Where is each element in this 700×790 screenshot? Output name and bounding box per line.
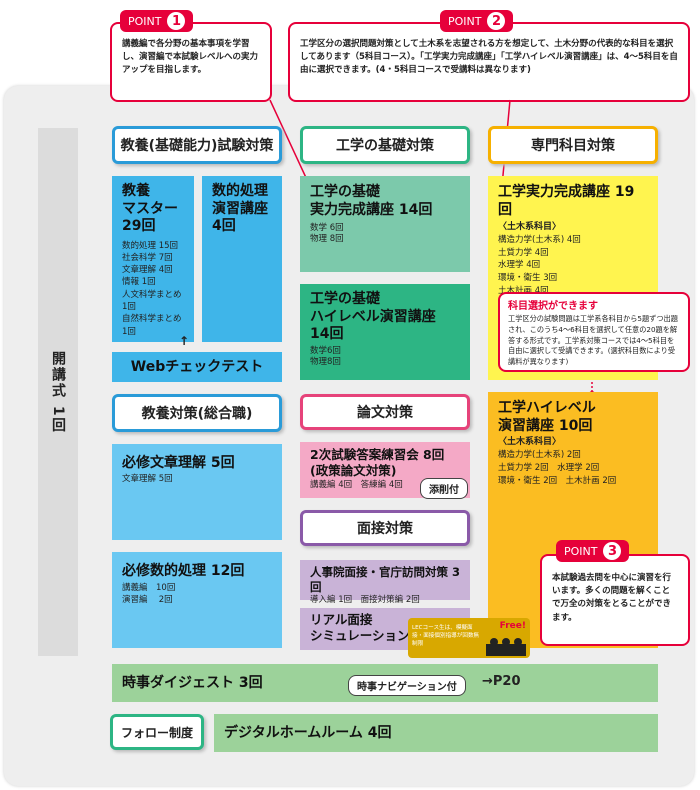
real-mensetsu-box: リアル面接 シミュレーション <box>300 608 470 650</box>
mensetsu-header: 面接対策 <box>300 510 470 546</box>
people-silhouette-icon <box>486 638 526 656</box>
kyoyo-sogo-header: 教養対策(総合職) <box>112 394 282 432</box>
tensaku-badge: 添削付 <box>420 478 468 499</box>
jiji-navi-badge: 時事ナビゲーション付 <box>348 675 466 696</box>
point-1-callout: 講義編で各分野の基本事項を学習し、演習編で本試験レベルへの実力アップを目指します… <box>110 22 272 102</box>
senmon-header: 専門科目対策 <box>488 126 658 164</box>
kyoyo-header: 教養(基礎能力)試験対策 <box>112 126 282 164</box>
kiso-jitsuryoku-box: 工学の基礎 実力完成講座 14回 数学 6回 物理 8回 <box>300 176 470 272</box>
web-check-box: Webチェックテスト <box>112 352 282 382</box>
point-3-callout: 本試験過去問を中心に演習を行います。多くの問題を解くことで万全の対策をとることが… <box>540 554 690 646</box>
free-note-card: Free! LECコース生は、模擬面接・面接個別指導が回数無制限 <box>408 618 530 658</box>
suteki-box: 数的処理 演習講座 4回 <box>202 176 282 342</box>
follow-header: フォロー制度 <box>110 714 204 750</box>
hisshu-suteki-box: 必修数的処理 12回 講義編 10回 演習編 2回 <box>112 552 282 648</box>
kiso-high-box: 工学の基礎 ハイレベル演習講座 14回 数学6回 物理8回 <box>300 284 470 380</box>
jiji-page-ref: →P20 <box>482 674 521 689</box>
hisshu-bunsho-box: 必修文章理解 5回 文章理解 5回 <box>112 444 282 540</box>
kogaku-header: 工学の基礎対策 <box>300 126 470 164</box>
ronbun-header: 論文対策 <box>300 394 470 430</box>
opening-ceremony-bar: 開講式 1回 <box>38 128 78 656</box>
kamoku-callout: 科目選択ができます 工学区分の試験問題は工学系各科目から5題ずつ出題され、このう… <box>498 292 690 372</box>
jinjiin-box: 人事院面接・官庁訪問対策 3回 導入編 1回 面接対策編 2回 <box>300 560 470 605</box>
arrow-up-icon: ↑ <box>179 334 190 348</box>
kyoyo-master-box: 教養 マスター 29回 数的処理 15回 社会科学 7回 文章理解 4回 情報 … <box>112 176 194 342</box>
digital-box: デジタルホームルーム 4回 <box>214 714 658 752</box>
